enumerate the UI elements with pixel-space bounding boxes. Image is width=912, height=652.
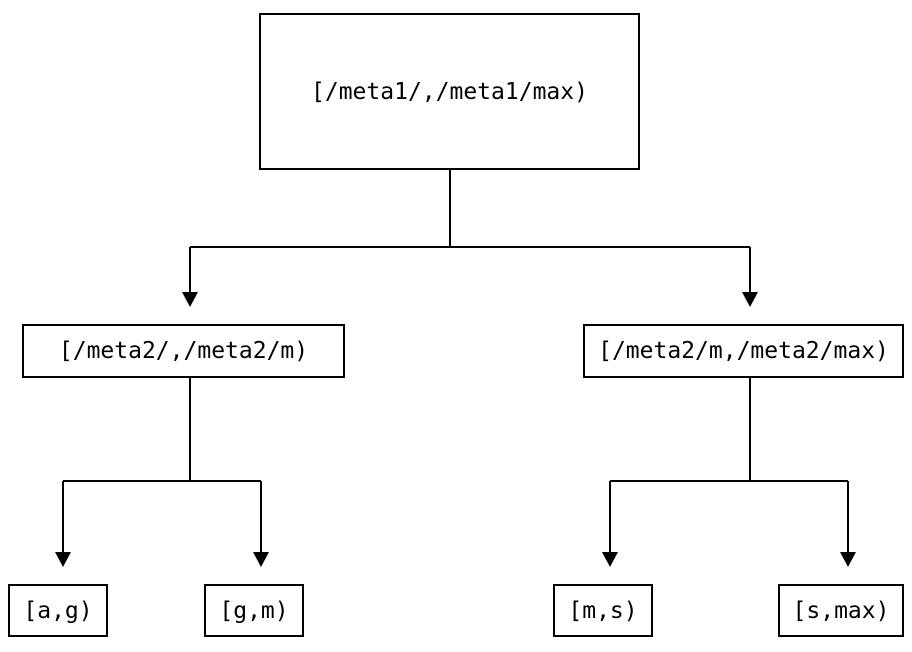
node-meta2-high-label: [/meta2/m,/meta2/max) [598,338,889,364]
node-leaf-ag-label: [a,g) [23,597,93,624]
node-root-label: [/meta1/,/meta1/max) [311,78,588,105]
node-root: [/meta1/,/meta1/max) [259,13,640,170]
node-leaf-ag: [a,g) [8,584,108,637]
node-meta2-low-label: [/meta2/,/meta2/m) [58,338,309,364]
node-leaf-gm-label: [g,m) [219,597,289,624]
arrowhead-leaf-ms [602,552,618,567]
arrowhead-leaf-gm [253,552,269,567]
node-meta2-low: [/meta2/,/meta2/m) [22,324,345,378]
arrowhead-meta2-low [182,292,198,307]
arrowhead-leaf-smax [840,552,856,567]
node-leaf-gm: [g,m) [204,584,304,637]
node-leaf-ms: [m,s) [553,584,653,637]
arrowhead-meta2-high [742,292,758,307]
arrowhead-leaf-ag [55,552,71,567]
node-leaf-ms-label: [m,s) [568,597,638,624]
node-leaf-smax-label: [s,max) [792,597,890,624]
node-leaf-smax: [s,max) [778,584,904,637]
node-meta2-high: [/meta2/m,/meta2/max) [583,324,904,378]
